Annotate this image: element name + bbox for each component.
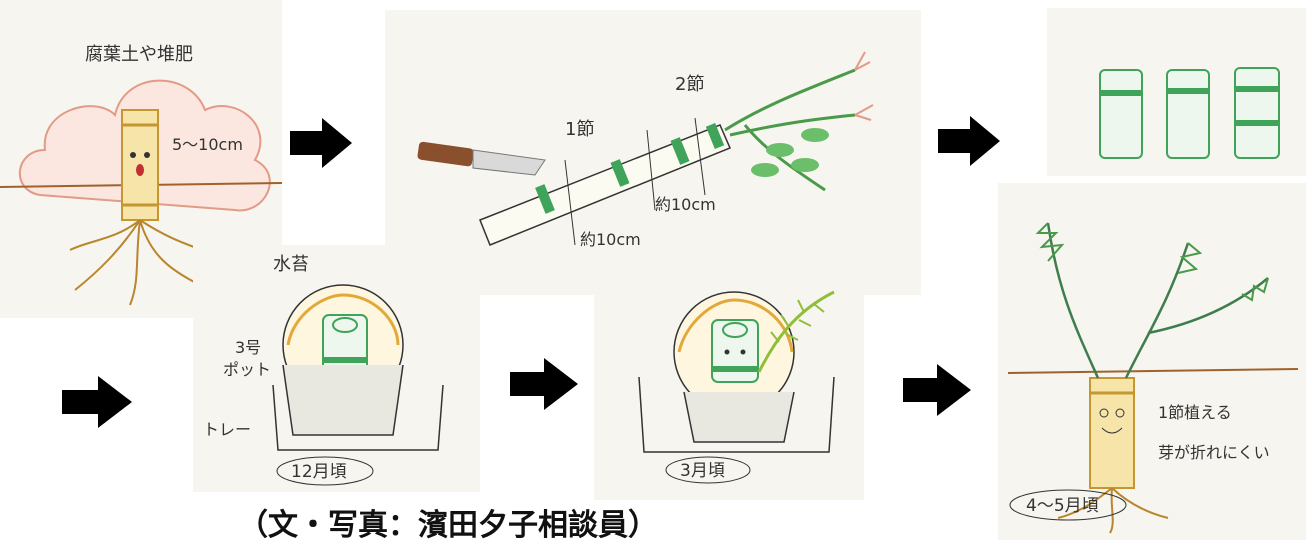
march-illustration: 3月頃 — [638, 290, 835, 484]
label-pot-size: 3号 — [235, 338, 261, 357]
label-planting-note-1: 1節植える — [1158, 403, 1232, 422]
arrow-right-icon — [938, 116, 1000, 166]
label-planting-note-2: 芽が折れにくい — [1158, 443, 1270, 462]
panel-planted: 1節植える 芽が折れにくい 4～5月頃 — [998, 183, 1306, 540]
label-march: 3月頃 — [680, 461, 725, 481]
label-node1: 1節 — [565, 119, 594, 140]
potted-december-illustration: 水苔 3号 ポット トレー 12月頃 — [203, 254, 444, 486]
label-node2: 2節 — [675, 74, 704, 95]
label-pot: ポット — [223, 360, 271, 379]
arrow-right-icon — [903, 364, 971, 416]
panel-march: 3月頃 — [594, 282, 864, 500]
credit-caption: （文・写真：濱田夕子相談員） — [238, 508, 658, 543]
label-compost: 腐葉土や堆肥 — [85, 44, 193, 65]
panel-cut-stem: 1節 2節 約10cm 約10cm — [385, 10, 921, 295]
arrow-right-icon — [510, 358, 578, 410]
root-compost-illustration: 腐葉土や堆肥 5～10cm — [0, 44, 283, 306]
label-december: 12月頃 — [291, 462, 347, 482]
label-tray: トレー — [203, 420, 251, 439]
cut-pieces-illustration — [1099, 67, 1280, 159]
label-moss: 水苔 — [273, 254, 309, 275]
panel-cut-pieces — [1047, 8, 1306, 176]
knife-icon — [417, 141, 546, 176]
label-aprmay: 4～5月頃 — [1026, 496, 1099, 516]
panel-root-compost: 腐葉土や堆肥 5～10cm — [0, 0, 283, 318]
planted-illustration: 1節植える 芽が折れにくい 4～5月頃 — [1007, 222, 1299, 534]
arrow-right-icon — [290, 118, 352, 168]
panel-potted-december: 水苔 3号 ポット トレー 12月頃 — [193, 245, 480, 492]
cut-stem-illustration: 1節 2節 約10cm 約10cm — [417, 51, 874, 249]
label-depth: 5～10cm — [172, 135, 243, 154]
label-length-1: 約10cm — [580, 230, 641, 249]
label-length-2: 約10cm — [655, 195, 716, 214]
arrow-right-icon — [62, 376, 132, 428]
